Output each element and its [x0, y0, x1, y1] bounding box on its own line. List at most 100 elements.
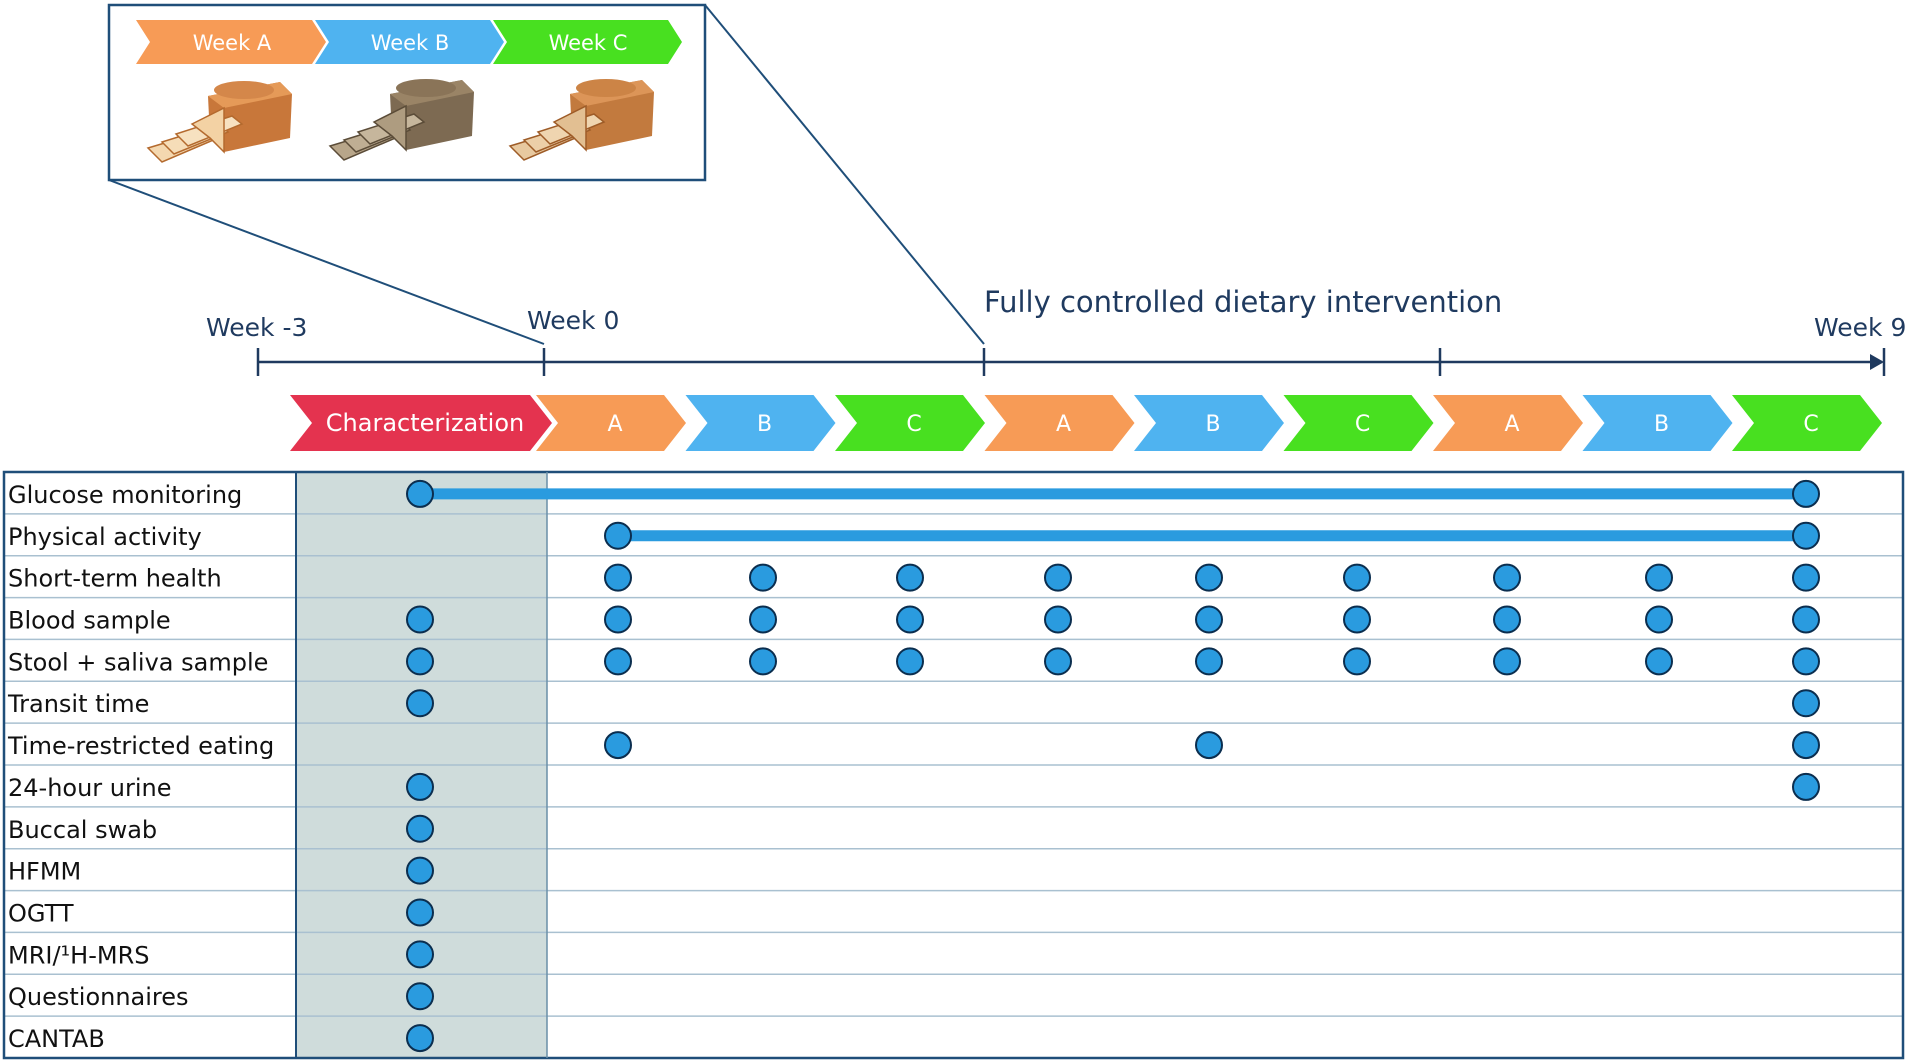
row-label: Questionnaires — [8, 983, 189, 1011]
timeline-end-label: Week 9 — [1814, 313, 1906, 342]
measurement-dot — [1792, 479, 1820, 508]
measurement-dots — [406, 479, 1820, 1053]
row-label: HFMM — [8, 858, 81, 886]
measurement-dot — [406, 647, 434, 676]
row-label: Stool + saliva sample — [8, 648, 268, 676]
measurement-dot — [896, 647, 924, 676]
legend-week-a-label: Week A — [193, 31, 272, 55]
row-label: MRI/¹H-MRS — [8, 941, 150, 969]
measurement-dot — [1044, 605, 1072, 634]
phase-chevron-2 — [685, 395, 836, 451]
row-label: Glucose monitoring — [8, 481, 242, 509]
measurement-dot — [1792, 563, 1820, 592]
measurement-dot — [1195, 647, 1223, 676]
table-gridlines — [4, 513, 1903, 1017]
row-label: 24-hour urine — [8, 774, 172, 802]
table-frame — [2, 470, 1905, 1060]
bread-loaf-light-icon — [146, 81, 292, 163]
measurement-dot — [1792, 772, 1820, 801]
phase-chevron-5 — [1134, 395, 1284, 451]
phase-chevron-0 — [290, 395, 552, 451]
measurement-dot — [1343, 563, 1371, 592]
phase-label-0: Characterization — [326, 409, 524, 437]
phase-chevron-3 — [835, 395, 985, 451]
measurement-dot — [749, 647, 777, 676]
measurement-dot — [1645, 647, 1673, 676]
measurement-dot — [1044, 563, 1072, 592]
measurement-dot — [406, 898, 434, 927]
phase-chevron-8 — [1582, 395, 1733, 451]
row-label: Physical activity — [8, 523, 202, 551]
timeline-axis: Fully controlled dietary intervention We… — [206, 285, 1906, 376]
continuous-measurement-bars — [420, 488, 1806, 542]
phase-label-3: C — [906, 412, 921, 437]
measurement-dot — [1792, 731, 1820, 760]
measurement-dot — [1792, 605, 1820, 634]
measurement-dot — [1792, 689, 1820, 718]
measurement-dot — [1493, 563, 1521, 592]
measurement-dot — [604, 605, 632, 634]
measurement-dot — [1645, 563, 1673, 592]
legend-chevron-week-b — [315, 20, 504, 64]
measurement-dot — [1195, 731, 1223, 760]
measurement-dot — [406, 605, 434, 634]
measurement-dot — [406, 814, 434, 843]
measurement-dot — [406, 1024, 434, 1053]
measurement-dot — [1195, 605, 1223, 634]
measurement-dot — [604, 647, 632, 676]
phase-chevron-4 — [984, 395, 1135, 451]
measurement-dot — [604, 563, 632, 592]
timeline-start-label: Week -3 — [206, 313, 307, 342]
measurement-dot — [406, 856, 434, 885]
phase-label-7: A — [1504, 412, 1519, 437]
phase-label-2: B — [757, 412, 772, 437]
row-label: OGTT — [8, 900, 74, 928]
bread-loaf-medium-icon — [508, 79, 654, 161]
measurement-dot — [604, 731, 632, 760]
row-label: Blood sample — [8, 607, 171, 635]
measurement-dot — [1792, 521, 1820, 550]
phase-chevron-7 — [1433, 395, 1583, 451]
phase-label-8: B — [1654, 412, 1669, 437]
phase-chevron-9 — [1732, 395, 1882, 451]
measurement-dot — [896, 563, 924, 592]
row-label: CANTAB — [8, 1025, 105, 1053]
row-label: Time-restricted eating — [7, 732, 274, 760]
measurement-dot — [1343, 647, 1371, 676]
measurement-dot — [406, 940, 434, 969]
phase-chevron-6 — [1283, 395, 1434, 451]
legend-week-b-label: Week B — [371, 31, 450, 55]
timeline-week0-label: Week 0 — [527, 306, 619, 335]
measurement-dot — [896, 605, 924, 634]
measurement-dot — [406, 982, 434, 1011]
bread-loaf-dark-icon — [328, 79, 474, 161]
measurement-dot — [1493, 647, 1521, 676]
measurement-dot — [1044, 647, 1072, 676]
phase-label-4: A — [1056, 412, 1071, 437]
row-label: Short-term health — [8, 565, 222, 593]
phase-label-5: B — [1205, 412, 1220, 437]
timeline-arrow-icon — [1870, 354, 1884, 370]
phase-label-9: C — [1803, 412, 1818, 437]
measurement-dot — [1195, 563, 1223, 592]
legend-box: Week A Week B Week C — [107, 3, 985, 345]
measurement-dot — [406, 479, 434, 508]
phase-chevron-1 — [536, 395, 686, 451]
legend-week-c-label: Week C — [549, 31, 628, 55]
measurement-dot — [1343, 605, 1371, 634]
row-label: Buccal swab — [8, 816, 157, 844]
legend-chevron-week-a — [136, 20, 326, 64]
row-label: Transit time — [7, 690, 149, 718]
measurement-dot — [749, 563, 777, 592]
legend-chevron-week-c — [493, 20, 682, 64]
zoom-line-right — [704, 4, 985, 345]
measurement-dot — [749, 605, 777, 634]
timeline-title: Fully controlled dietary intervention — [984, 285, 1502, 319]
zoom-line-left — [108, 179, 545, 345]
phase-label-1: A — [607, 412, 622, 437]
